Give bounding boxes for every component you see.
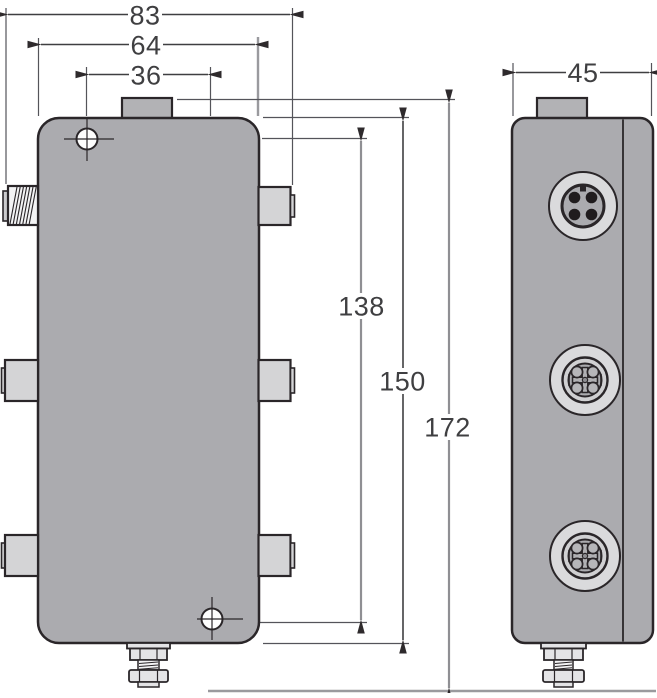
dim-label-housing-width: 64: [130, 31, 161, 61]
mounting-hole-top: [64, 118, 114, 161]
side-view: [510, 96, 655, 688]
port-right-bottom: [257, 533, 296, 578]
port-left-bottom: [0, 533, 40, 578]
port-right-middle: [257, 358, 296, 403]
housing-front: [36, 116, 261, 645]
port-right-top: [257, 185, 296, 227]
bottom-stud-side: [540, 642, 587, 688]
label-mask: [129, 32, 163, 57]
dim-label-depth: 45: [567, 58, 598, 88]
dim-label-housing-height: 150: [379, 367, 426, 397]
label-mask: [129, 62, 163, 87]
dim-label-hole-spacing-v: 138: [338, 292, 385, 322]
port-left-middle: [0, 358, 40, 403]
m12-female-connector-middle: [548, 343, 622, 417]
m12-female-connector-bottom: [548, 519, 622, 593]
dim-label-hole-spacing-h: 36: [130, 61, 161, 91]
dimension-labels: 83 64 36 45 138 150 172: [128, 1, 600, 443]
label-mask: [379, 368, 426, 394]
top-connector-block-side: [535, 96, 589, 121]
dim-label-overall-height: 172: [424, 413, 471, 443]
dim-label-overall-width: 83: [129, 1, 160, 31]
mounting-hole-bottom: [197, 597, 243, 640]
label-mask: [338, 293, 385, 319]
label-mask: [424, 414, 471, 440]
front-view: [0, 96, 296, 688]
top-connector-block-front: [120, 96, 174, 121]
label-mask: [128, 2, 162, 27]
threaded-gland-left-top: [2, 184, 40, 227]
m12-male-connector-top: [548, 171, 618, 241]
bottom-stud-front: [126, 642, 171, 688]
label-mask: [566, 60, 600, 85]
